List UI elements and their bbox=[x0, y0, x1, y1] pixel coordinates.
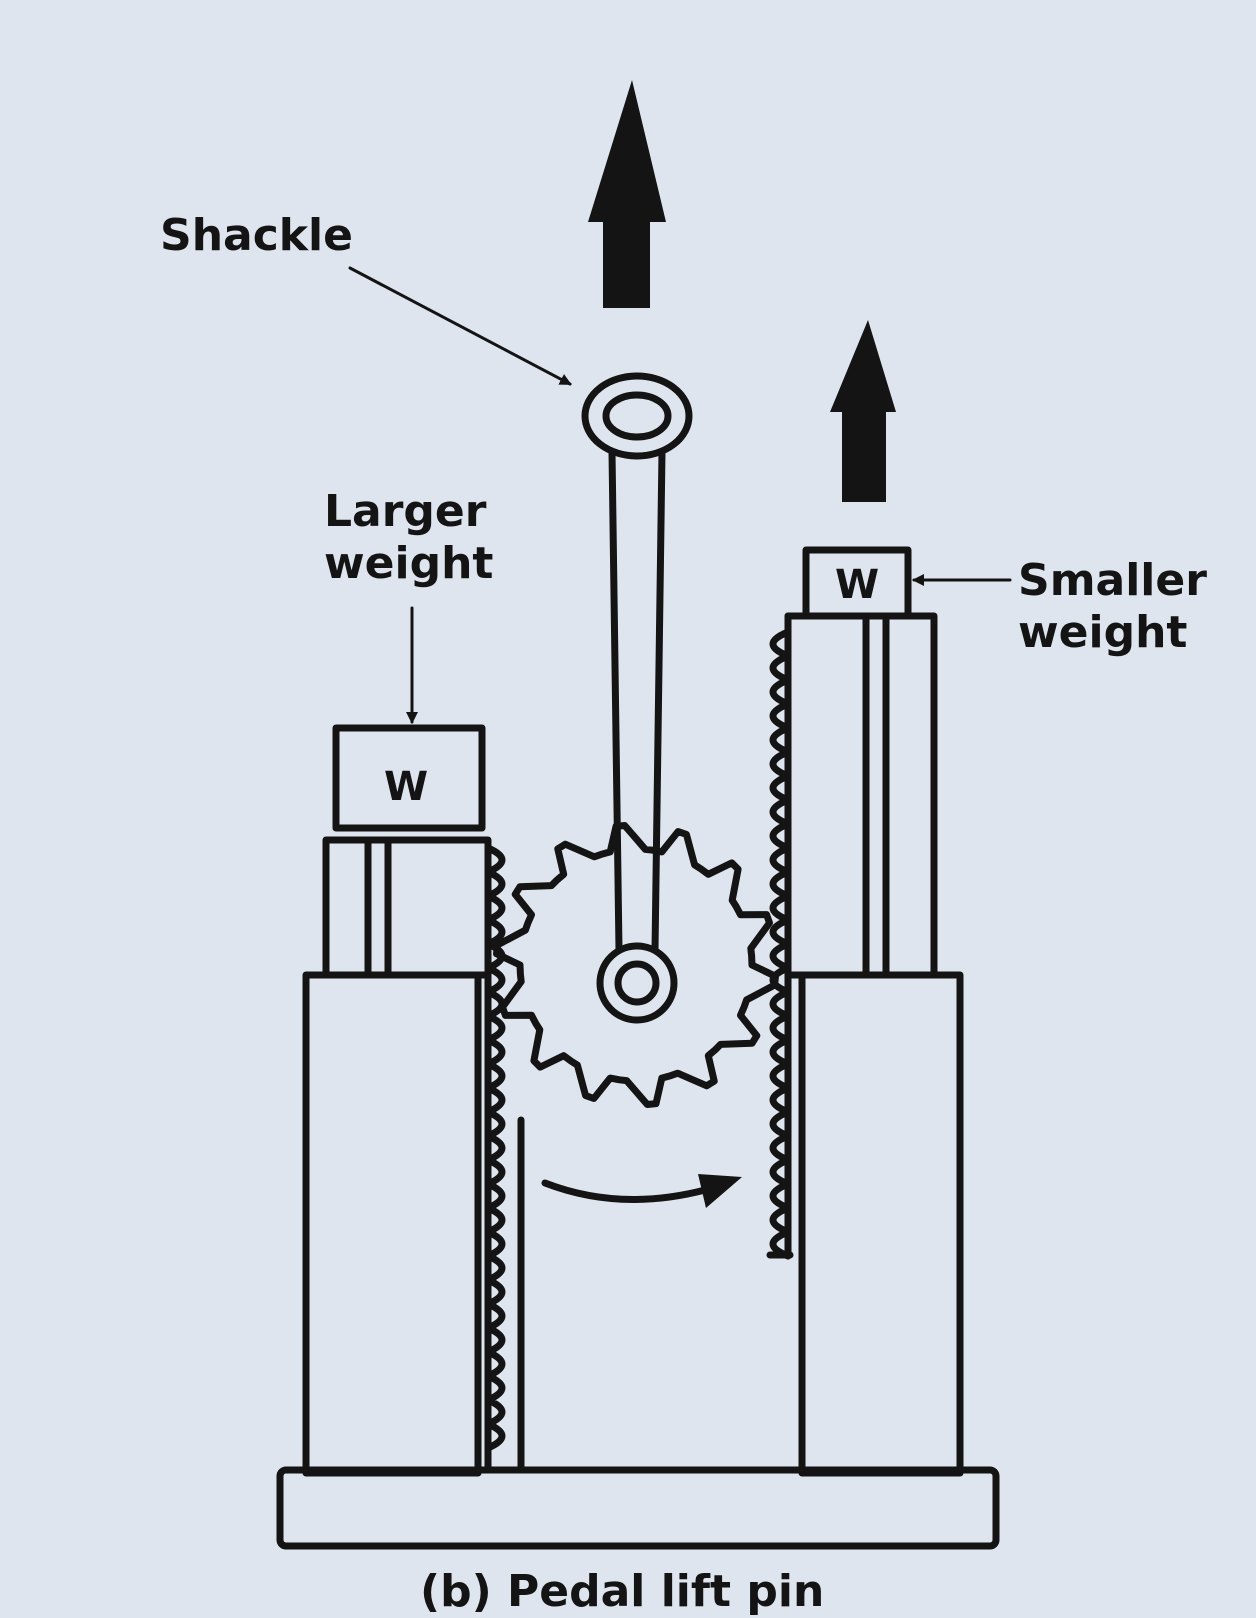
smaller-weight-block bbox=[802, 546, 912, 620]
figure-caption: (b) Pedal lift pin bbox=[420, 1566, 825, 1617]
shackle-pointer bbox=[348, 266, 572, 386]
left-plunger bbox=[322, 836, 492, 979]
left-housing bbox=[302, 971, 482, 1477]
larger-weight-label: Larger weight bbox=[324, 486, 493, 590]
larger-weight-block bbox=[332, 724, 486, 832]
upward-arrow-small bbox=[830, 320, 896, 502]
pinion-gear bbox=[493, 822, 779, 1108]
smaller-weight-symbol: W bbox=[835, 562, 879, 608]
shackle-label: Shackle bbox=[160, 210, 353, 261]
smaller-weight-label-line1: Smaller bbox=[1018, 555, 1207, 606]
smaller-weight-label: Smaller weight bbox=[1018, 555, 1207, 659]
base-plate bbox=[276, 1466, 1000, 1550]
rotation-arrow bbox=[541, 1179, 709, 1203]
shackle-lower-eye-outer bbox=[596, 942, 678, 1024]
larger-weight-symbol: W bbox=[384, 764, 428, 810]
right-plunger bbox=[784, 612, 938, 979]
shackle-lower-eye-inner bbox=[614, 960, 660, 1006]
left-rack-teeth bbox=[484, 844, 506, 1452]
larger-weight-label-line2: weight bbox=[324, 538, 494, 589]
upward-arrow-large bbox=[588, 80, 666, 308]
shackle-eye-outer bbox=[581, 372, 693, 460]
shackle-eye-inner bbox=[602, 391, 672, 441]
shackle-shank bbox=[608, 448, 666, 954]
rotation-arrowhead bbox=[698, 1174, 742, 1208]
larger-weight-label-line1: Larger bbox=[324, 486, 487, 537]
smaller-weight-label-line2: weight bbox=[1018, 607, 1188, 658]
right-housing bbox=[798, 971, 964, 1477]
right-rack-teeth bbox=[769, 628, 792, 1260]
